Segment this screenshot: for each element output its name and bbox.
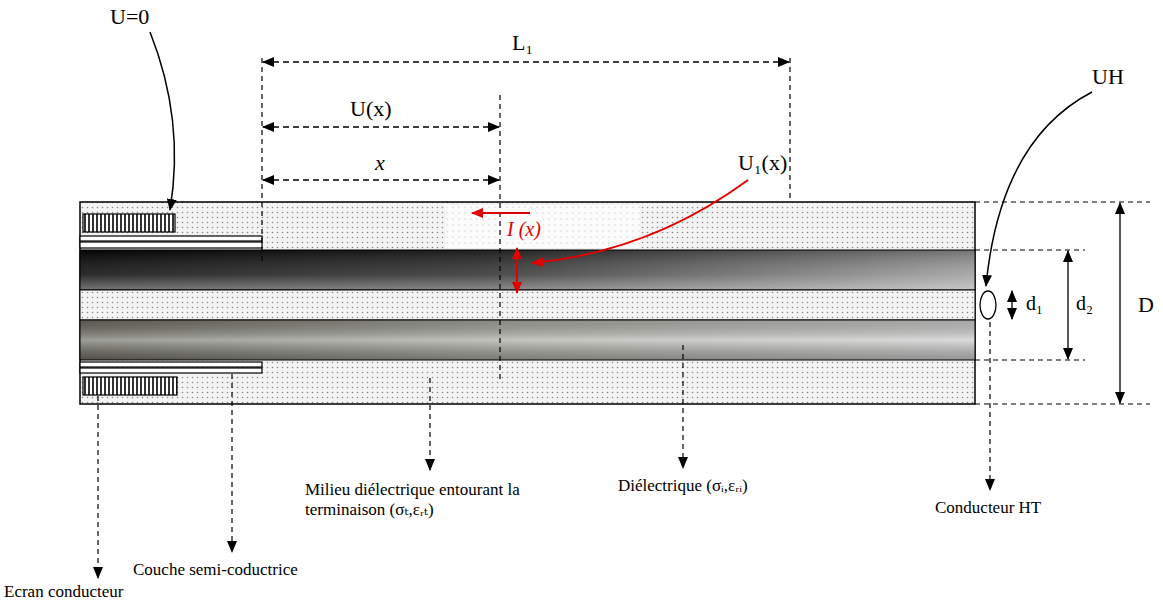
current-arrow [472,212,530,214]
potential-label: U₁(x) [738,150,787,175]
conductive-screen [83,214,175,232]
dimension-label: L₁ [512,30,533,55]
part-label: Conducteur HT [935,498,1041,518]
dimension-label: x [375,150,385,175]
dimension-label: d₁ [1026,292,1043,315]
part-label: Milieu diélectrique entourant la termina… [305,480,555,519]
dimension-label: U(x) [350,96,392,121]
dimension-label: d₂ [1076,292,1093,315]
outer-medium [80,202,975,404]
dimension-label: D [1138,292,1154,317]
conductor-end [980,291,996,319]
guide-lines [98,58,1150,578]
lower-insulation-band [80,320,975,360]
potential-label: UH [1092,64,1124,89]
current-arrow [516,248,518,293]
leader-line [150,32,175,210]
leader-line [532,180,748,263]
potential-label: U=0 [110,4,149,29]
leader-line [986,92,1092,286]
central-strip [80,290,975,320]
semiconductor-layer [80,236,262,241]
upper-insulation-band [80,250,975,290]
part-label: Diélectrique (σᵢ,εᵣᵢ) [618,476,748,496]
part-label: Couche semi-coductrice [133,560,298,580]
dimension-arrows [263,62,1120,403]
part-label: Ecran conducteur [4,582,123,601]
light-patch [445,205,640,248]
current-label: I (x) [505,218,543,241]
